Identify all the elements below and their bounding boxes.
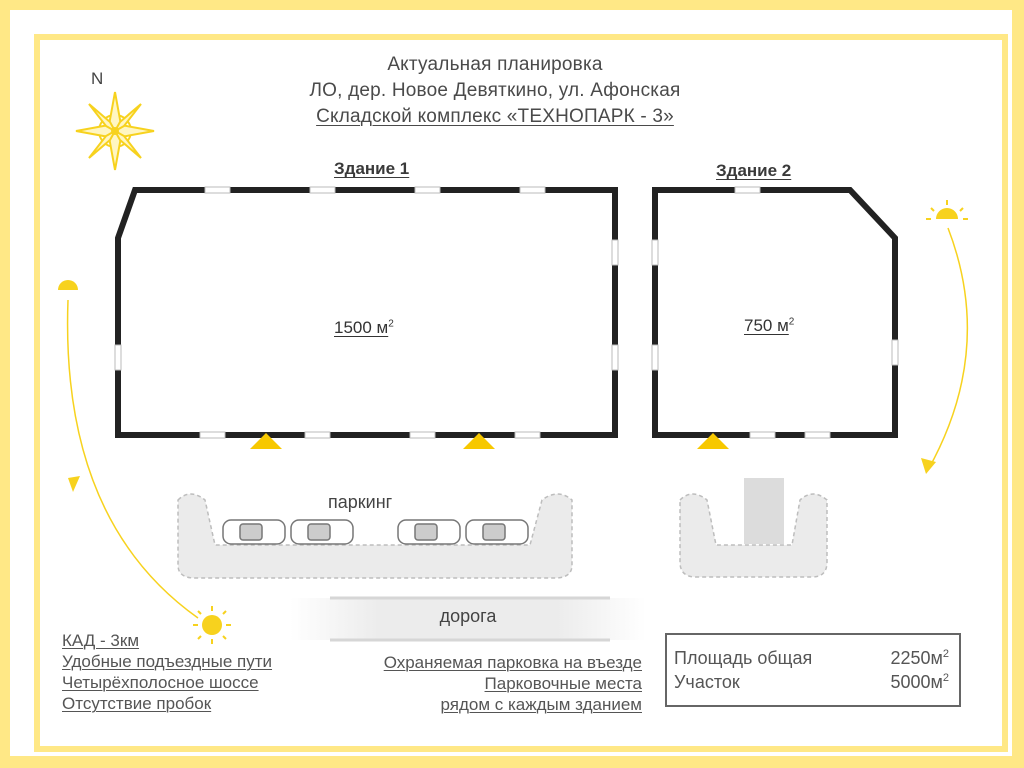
parking-area-2 — [679, 478, 828, 578]
stat-plot-area: Участок 5000м2 — [674, 672, 949, 694]
compass-rose-icon: N — [75, 69, 155, 171]
entrance-marker-3 — [697, 433, 729, 449]
compass-north-label: N — [91, 69, 103, 88]
outer-frame — [10, 10, 1012, 756]
feature-item: Охраняемая парковка на въезде — [383, 653, 642, 672]
car-icon — [397, 519, 461, 545]
area-stats-box: Площадь общая 2250м2 Участок 5000м2 — [665, 633, 961, 707]
building-2-plan — [651, 186, 899, 449]
title-line-1: Актуальная планировка — [387, 54, 603, 75]
parking-label: паркинг — [328, 492, 393, 512]
car-icons — [222, 519, 529, 545]
road: дорога — [290, 596, 646, 640]
stat-label: Площадь общая — [674, 648, 813, 668]
sun-path-right — [921, 200, 969, 474]
feature-item: рядом с каждым зданием — [440, 695, 643, 714]
arrow-icon — [68, 476, 80, 492]
building-2-label: Здание 2 — [716, 161, 792, 180]
entrance-marker-1 — [250, 433, 282, 449]
building-1-plan — [114, 186, 619, 449]
title-line-3: Складской комплекс «ТЕХНОПАРК - 3» — [316, 106, 674, 127]
title-line-2: ЛО, дер. Новое Девяткино, ул. Афонская — [309, 80, 681, 101]
car-icon — [465, 519, 529, 545]
features-left: КАД - 3км Удобные подъездные пути Четырё… — [62, 630, 272, 714]
stat-value: 2250м2 — [890, 648, 949, 668]
gate-post — [744, 478, 784, 544]
car-icon — [222, 519, 286, 545]
feature-item: Отсутствие пробок — [62, 694, 212, 713]
stat-label: Участок — [674, 672, 740, 692]
road-band — [290, 596, 646, 642]
sunrise-icon — [926, 200, 968, 220]
sunset-icon — [58, 280, 78, 290]
feature-item: Парковочные места — [484, 674, 642, 693]
building-2-area: 750 м2 — [744, 316, 795, 335]
features-middle: Охраняемая парковка на въезде Парковочны… — [330, 652, 642, 715]
stat-value: 5000м2 — [890, 672, 949, 692]
sun-icon — [193, 606, 231, 644]
car-icon — [290, 519, 354, 545]
parking-area-1 — [177, 493, 573, 579]
stat-total-area: Площадь общая 2250м2 — [674, 648, 949, 670]
building-1-label: Здание 1 — [334, 159, 410, 178]
building-1-area: 1500 м2 — [334, 318, 394, 337]
feature-item: Удобные подъездные пути — [62, 652, 273, 671]
entrance-marker-2 — [463, 433, 495, 449]
road-label: дорога — [439, 606, 497, 626]
arrow-icon — [921, 458, 936, 474]
feature-item: КАД - 3км — [62, 631, 140, 650]
feature-item: Четырёхполосное шоссе — [62, 673, 259, 692]
sun-path-left — [58, 280, 231, 644]
